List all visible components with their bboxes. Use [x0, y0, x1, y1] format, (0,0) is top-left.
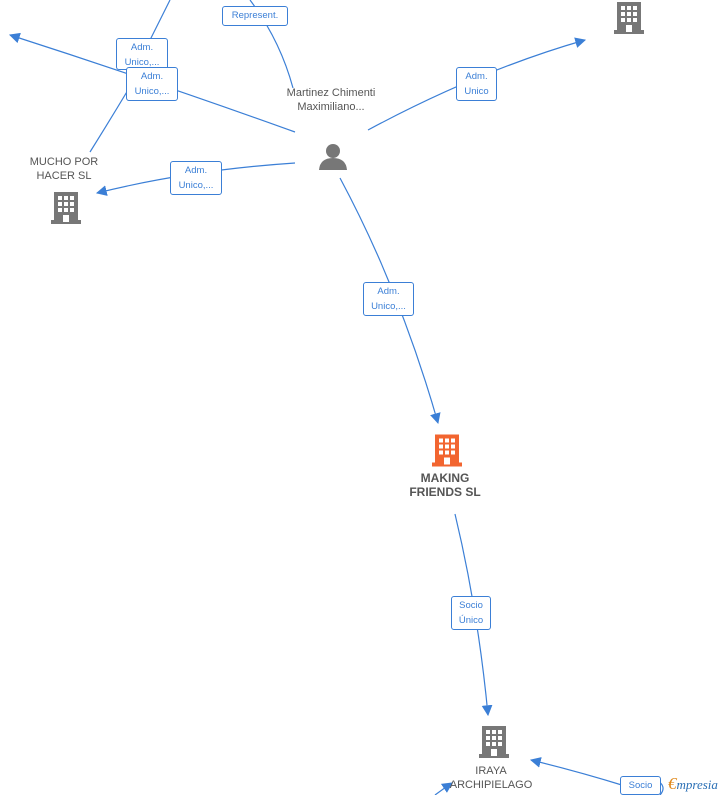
edge-top-line — [149, 0, 171, 41]
edge-label-socio-bottom[interactable]: Socio — [620, 776, 661, 795]
edge-label-adm-unico-top[interactable]: Adm. Unico,... — [116, 38, 168, 70]
edge-label-adm-unico-making[interactable]: Adm. Unico,... — [363, 282, 414, 316]
building-icon — [614, 2, 644, 34]
edge-bottom-left — [434, 782, 453, 795]
mucho-name[interactable]: MUCHO POR HACER SL — [29, 156, 99, 182]
building-icon — [479, 726, 509, 758]
empresia-logo: €mpresia — [668, 774, 718, 793]
edge-label-represent[interactable]: Represent. — [222, 6, 288, 26]
edge-left-to-mucho — [89, 89, 129, 153]
building-icon — [51, 192, 81, 224]
iraya-name[interactable]: IRAYA ARCHIPIELAGO — [449, 765, 533, 791]
person-name[interactable]: Martinez Chimenti Maximiliano... — [286, 87, 376, 113]
top-right-company-node[interactable] — [614, 2, 644, 34]
edge-label-adm-unico-left[interactable]: Adm. Unico,... — [126, 67, 178, 101]
building-icon — [432, 434, 462, 467]
mucho-company-node[interactable] — [51, 192, 81, 224]
edge-label-socio-unico[interactable]: Socio Único — [451, 596, 491, 630]
edge-label-adm-unico-mucho[interactable]: Adm. Unico,... — [170, 161, 222, 195]
iraya-company-node[interactable] — [479, 726, 509, 758]
person-node[interactable] — [319, 144, 347, 170]
person-icon — [319, 144, 347, 170]
making-company-node[interactable] — [432, 434, 462, 467]
edge-label-adm-unico-right[interactable]: Adm. Unico — [456, 67, 497, 101]
edge-bottom-to-iraya — [529, 757, 626, 787]
making-name[interactable]: MAKING FRIENDS SL — [409, 471, 481, 499]
